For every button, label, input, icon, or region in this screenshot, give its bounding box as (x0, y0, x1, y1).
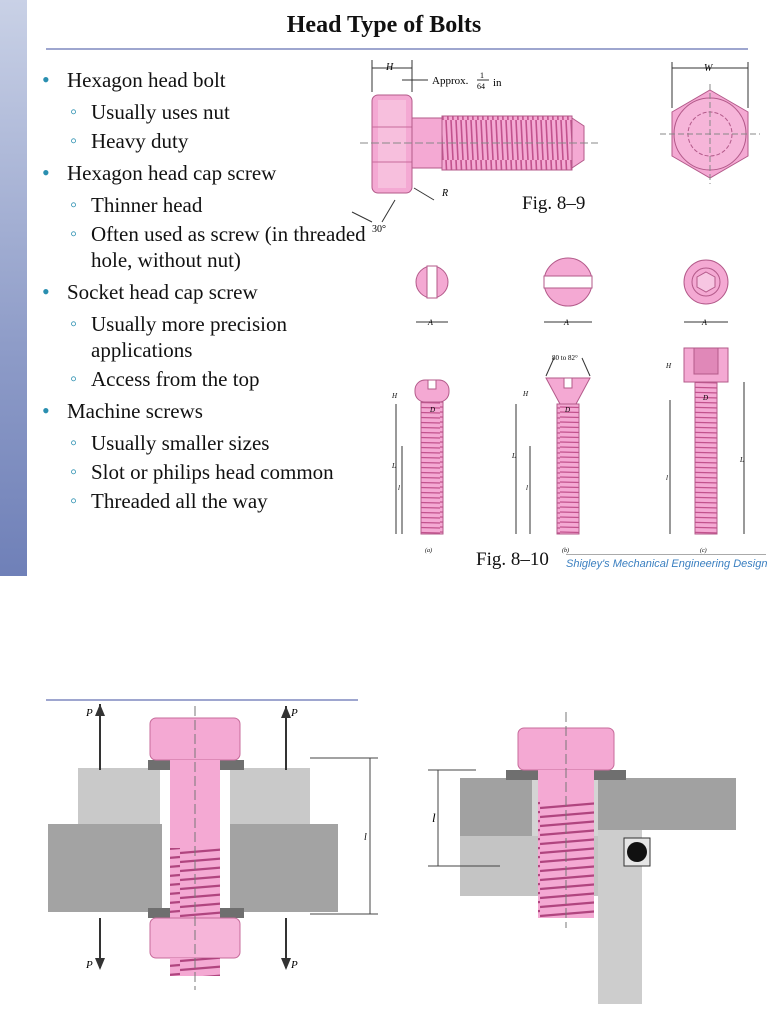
sub-bullet: Access from the top (40, 366, 380, 392)
label-c: (c) (700, 547, 707, 554)
sub-bullet: Often used as screw (in threaded hole, w… (40, 221, 380, 273)
bullet-machine-screws: Machine screws (40, 395, 380, 427)
fig-8-9-caption: Fig. 8–9 (522, 193, 586, 214)
bullet-socket-head: Socket head cap screw (40, 276, 380, 308)
label-H: H (385, 62, 394, 73)
label-P-top-left: P (85, 707, 93, 719)
credit-text: Shigley's Mechanical Engineering Design (566, 558, 768, 570)
sub-bullet: Heavy duty (40, 128, 380, 154)
sub-bullet: Usually smaller sizes (40, 430, 380, 456)
label-L-c: L (739, 456, 744, 464)
label-l-c: l (666, 474, 668, 482)
label-l-a: l (398, 484, 400, 492)
label-D-b: D (564, 406, 570, 414)
sub-bullet: Usually more precision applications (40, 311, 380, 363)
side-band (0, 0, 27, 576)
label-A-c: A (701, 318, 707, 327)
label-in: in (493, 77, 502, 89)
bolt-illustrations: H Approx. 1 64 in R 30° W (351, 60, 760, 554)
label-W: W (704, 63, 714, 74)
label-H-a: H (391, 392, 398, 400)
cap-screw-joint (428, 712, 736, 1004)
label-angle-range: 80 to 82° (552, 354, 578, 362)
screw-top-views (415, 257, 729, 323)
fig-8-10-caption: Fig. 8–10 (476, 549, 549, 570)
through-bolt-joint (48, 704, 378, 990)
label-P-bottom-left: P (85, 959, 93, 971)
label-P-bottom-right: P (290, 959, 298, 971)
label-a: (a) (425, 547, 432, 554)
label-D-a: D (429, 406, 435, 414)
label-R: R (441, 188, 448, 199)
title-rule (46, 48, 748, 50)
label-frac-den: 64 (477, 82, 485, 91)
slide: Head Type of Bolts Hexagon head bolt Usu… (0, 0, 768, 576)
bullet-hex-bolt: Hexagon head bolt (40, 64, 380, 96)
hex-bolt-end-view (660, 62, 760, 184)
credit-rule (566, 554, 766, 555)
sub-bullet: Slot or philips head common (40, 459, 380, 485)
label-A-b: A (563, 318, 569, 327)
label-H-c: H (665, 362, 672, 370)
label-l-b: l (526, 484, 528, 492)
label-frac-num: 1 (480, 71, 484, 80)
hex-bolt-side-view (351, 60, 598, 223)
slide-title: Head Type of Bolts (286, 12, 482, 38)
label-b: (b) (562, 547, 569, 554)
label-l-right: l (432, 810, 436, 825)
label-L-b: L (511, 452, 516, 460)
label-l-left: l (364, 832, 367, 843)
label-30deg: 30° (372, 224, 386, 235)
screw-side-views (395, 347, 745, 535)
label-L-a: L (391, 462, 396, 470)
sub-bullet: Usually uses nut (40, 99, 380, 125)
label-A-a: A (427, 318, 433, 327)
bullet-list: Hexagon head bolt Usually uses nut Heavy… (40, 64, 380, 517)
label-H-b: H (522, 390, 529, 398)
label-P-top-right: P (290, 707, 298, 719)
label-approx: Approx. (432, 75, 469, 87)
sub-bullet: Thinner head (40, 192, 380, 218)
sub-bullet: Threaded all the way (40, 488, 380, 514)
label-D-c: D (702, 394, 708, 402)
bullet-hex-cap-screw: Hexagon head cap screw (40, 157, 380, 189)
